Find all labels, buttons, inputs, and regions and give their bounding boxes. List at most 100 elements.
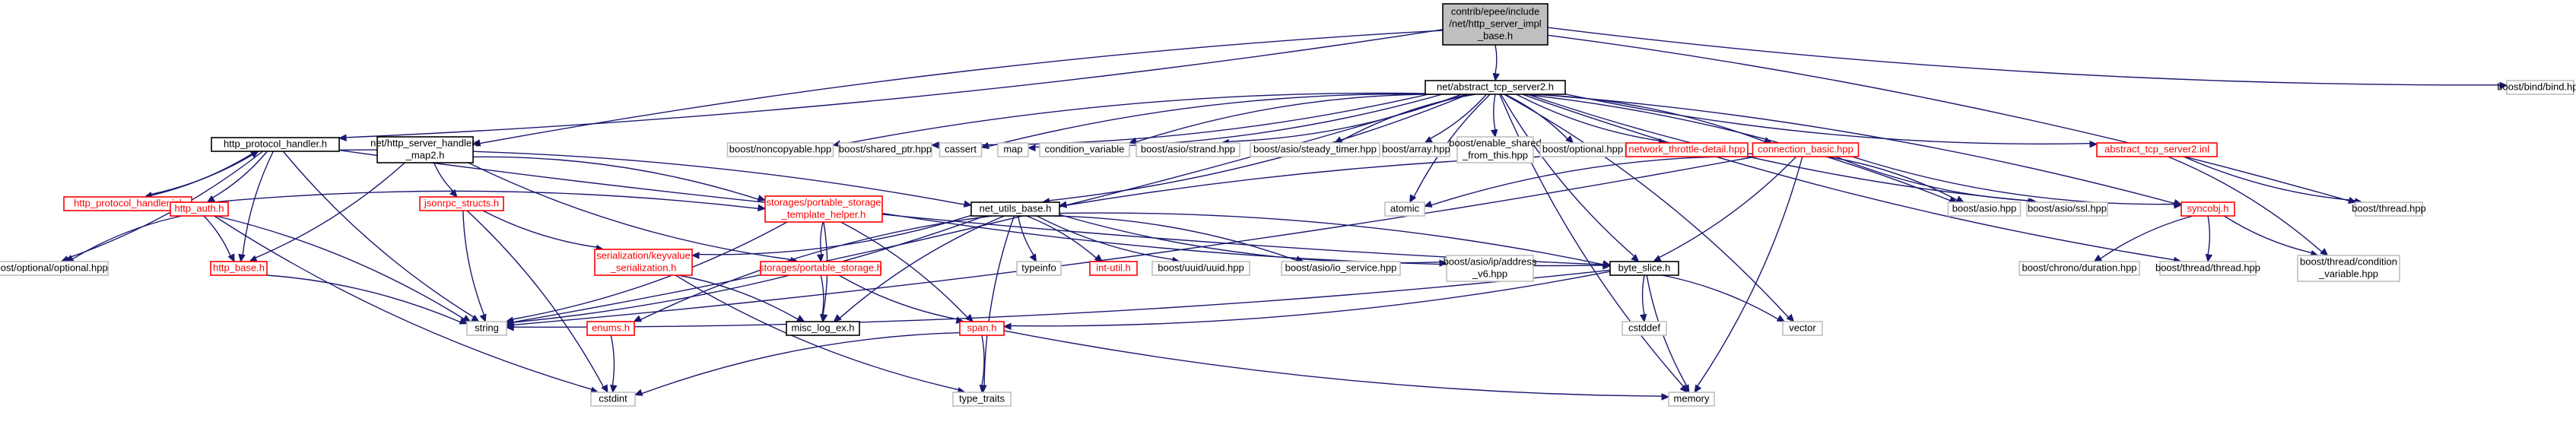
edge-line — [338, 149, 1604, 265]
edge-http_auth-to-http_base — [203, 215, 235, 263]
node-enums[interactable]: enums.h — [586, 321, 635, 336]
node-boost-asio-strand: boost/asio/strand.hpp — [1136, 142, 1240, 157]
edge-line — [675, 274, 959, 391]
node-box — [1425, 80, 1566, 95]
node-label: boost/asio/ssl.hpp — [2028, 202, 2107, 214]
edge-line — [191, 190, 759, 209]
node-box — [1947, 201, 2022, 217]
node-abstract-tcp[interactable]: net/abstract_tcp_server2.h — [1425, 80, 1566, 95]
edge-abstract_tcp-to-vector — [1504, 94, 1795, 322]
edge-jsonrpc_structs-to-cstdint — [466, 210, 608, 394]
node-abstract-tcp-inl[interactable]: abstract_tcp_server2.inl — [2096, 142, 2218, 157]
node-root[interactable]: contrib/epee/include/net/http_server_imp… — [1442, 3, 1548, 46]
node-boost-chrono-duration: boost/chrono/duration.hpp — [2019, 261, 2140, 276]
node-label: map — [1003, 143, 1022, 154]
edge-storages_portable_storage-to-misc_log_ex — [819, 274, 827, 323]
node-storages-portable-storage[interactable]: storages/portable_storage.h — [759, 261, 882, 276]
arrow-head — [249, 151, 259, 158]
edge-line — [1493, 94, 1496, 131]
node-label: _map2.h — [405, 149, 445, 160]
edge-abstract_tcp-to-condition_variable — [1128, 94, 1450, 144]
node-http-auth[interactable]: http_auth.h — [170, 201, 229, 217]
edge-line — [1659, 156, 1797, 258]
node-memory: memory — [1668, 392, 1715, 407]
arrow-head — [1128, 137, 1138, 144]
arrow-head — [833, 314, 842, 322]
node-atomic: atomic — [1384, 201, 1425, 217]
edge-abstract_tcp-to-connection_basic — [1529, 94, 1773, 144]
node-box — [466, 321, 507, 336]
edge-line — [479, 30, 1444, 144]
node-box — [594, 249, 693, 276]
node-label: _template_helper.h — [781, 208, 866, 220]
edge-root-to-boost_bind — [1547, 27, 2508, 90]
edge-line — [983, 215, 1015, 386]
node-box — [210, 261, 268, 276]
node-byte-slice[interactable]: byte_slice.h — [1609, 261, 1679, 276]
node-label: network_throttle-detail.hpp — [1628, 143, 1745, 154]
node-box — [2297, 255, 2400, 282]
edge-line — [1053, 215, 1298, 262]
edge-http_base-to-string — [266, 274, 469, 325]
node-http-server-handlers-map2[interactable]: net/http_server_handlers_map2.h — [370, 136, 480, 163]
edge-abstract_tcp-to-byte_slice — [1500, 94, 1640, 262]
edge-line — [215, 215, 465, 320]
edge-line — [840, 221, 968, 319]
edge-root-to-abstract_tcp — [1492, 44, 1501, 82]
edges-layer — [60, 27, 2508, 401]
node-box — [211, 137, 340, 152]
node-box — [2355, 201, 2423, 217]
arrow-head — [930, 141, 939, 149]
node-span[interactable]: span.h — [959, 321, 1005, 336]
node-http-protocol-handler-inl[interactable]: http_protocol_handler.inl — [63, 196, 192, 211]
node-label: cstddef — [1628, 322, 1660, 333]
edge-abstract_tcp-to-atomic — [1409, 94, 1491, 204]
node-boost-thread-thread: boost/thread/thread.hpp — [2155, 261, 2260, 276]
node-label: _v6.hpp — [1472, 268, 1507, 279]
node-label: byte_slice.h — [1618, 262, 1671, 273]
node-connection-basic[interactable]: connection_basic.hpp — [1752, 142, 1860, 157]
edge-jsonrpc_structs-to-string — [462, 210, 487, 323]
arrow-head — [1639, 313, 1647, 323]
edge-line — [462, 210, 485, 316]
node-misc-log-ex[interactable]: misc_log_ex.h — [786, 321, 860, 336]
edge-abstract_tcp-to-boost_thread_thread — [1522, 94, 2182, 265]
node-boost-shared-ptr: boost/shared_ptr.hpp — [838, 142, 932, 157]
edge-line — [1036, 215, 1174, 260]
arrow-head — [1602, 260, 1612, 268]
edge-net_utils_base-to-misc_log_ex — [833, 215, 1005, 322]
edge-line — [67, 151, 263, 259]
node-box — [1089, 261, 1138, 276]
edge-line — [482, 210, 597, 248]
node-net-utils-base[interactable]: net_utils_base.h — [970, 201, 1060, 217]
edge-net_utils_base-to-enums — [633, 215, 993, 322]
arrow-head — [1682, 384, 1690, 394]
edge-line — [466, 210, 605, 388]
edge-line — [678, 274, 799, 320]
node-http-base[interactable]: http_base.h — [210, 261, 268, 276]
arrow-head — [1631, 254, 1640, 262]
edge-line — [938, 94, 1429, 146]
edge-line — [145, 153, 253, 198]
node-jsonrpc-structs[interactable]: jsonrpc_structs.h — [419, 196, 504, 211]
node-box — [1446, 255, 1534, 282]
edge-line — [2100, 215, 2193, 259]
node-serialization-keyvalue[interactable]: serialization/keyvalue_serialization.h — [594, 249, 693, 276]
edge-line — [212, 151, 268, 198]
node-label: boost/thread/condition — [2300, 255, 2397, 267]
node-int-util[interactable]: int-util.h — [1089, 261, 1138, 276]
edge-line — [1529, 94, 1765, 142]
edge-line — [1662, 274, 1779, 320]
edge-abstract_tcp-to-boost_array — [1424, 94, 1488, 144]
node-cassert: cassert — [939, 142, 983, 157]
node-http-protocol-handler[interactable]: http_protocol_handler.h — [211, 137, 340, 152]
edge-line — [2223, 215, 2312, 254]
node-network-throttle[interactable]: network_throttle-detail.hpp — [1625, 142, 1749, 157]
node-storages-portable-storage-template[interactable]: storages/portable_storage_template_helpe… — [764, 195, 883, 223]
edge-http_auth-to-cstdint — [214, 215, 599, 394]
arrow-head — [2320, 248, 2329, 256]
node-syncobj[interactable]: syncobj.h — [2181, 201, 2235, 217]
edge-http_server_handlers_map2-to-jsonrpc_structs — [433, 162, 458, 198]
arrow-head — [1776, 315, 1786, 322]
